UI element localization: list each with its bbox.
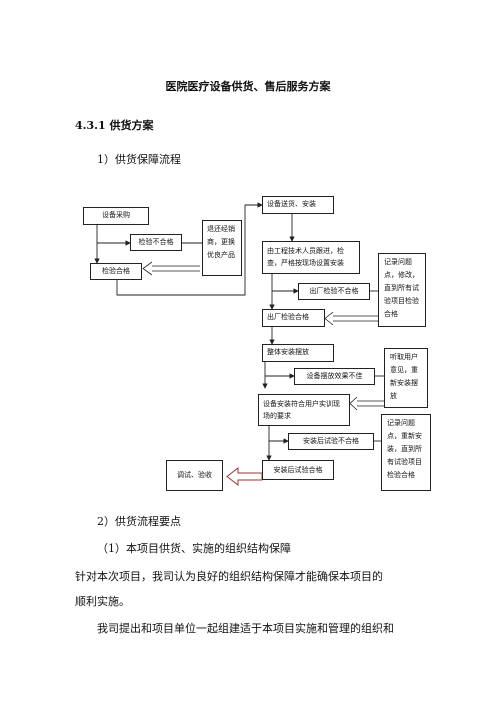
flow-user-note: 听取用户意见，重新安装摆放: [384, 348, 428, 408]
flow-factory-pass: 出厂检验合格: [262, 309, 325, 327]
flow-overall: 整体安装摆放: [262, 344, 334, 362]
paragraph-3: 我司提出和项目单位一起组建适于本项目实施和管理的组织和: [97, 622, 394, 635]
flow-debug-accept: 调试、验收: [166, 460, 223, 491]
flow-procure: 设备采购: [83, 207, 149, 225]
flow-engineer: 由工程技术人员跟进，检查，严格按现场设置安装: [262, 241, 360, 274]
flow-post-fail: 安装后试验不合格: [288, 433, 374, 450]
flow-placement-bad: 设备摆放效果不佳: [294, 368, 375, 385]
flow-inspect-pass: 检验合格: [90, 263, 142, 280]
subheading-points: 2）供货流程要点: [97, 515, 181, 528]
flow-meets: 设备安装符合用户实训现场的要求: [258, 394, 350, 426]
page-title: 医院医疗设备供货、售后服务方案: [165, 80, 331, 93]
flow-delivery: 设备送货、安装: [262, 196, 334, 214]
flow-record-note-1: 记录问题点，修改，直到所有试验项目检验合格: [378, 253, 426, 327]
flow-record-note-2: 记录问题点，重新安装，直到所有试验项目检验合格: [381, 414, 431, 491]
flow-inspect-fail: 检验不合格: [130, 234, 182, 251]
paragraph-2-line-1: 针对本次项目，我司认为良好的组织结构保障才能确保本项目的: [75, 570, 383, 583]
paragraph-2-line-2: 顺利实施。: [75, 595, 130, 608]
flow-return-note: 退还经销商，更换优良产品: [202, 220, 242, 276]
flow-post-pass: 安装后试验合格: [262, 460, 334, 480]
flow-factory-fail: 出厂检验不合格: [298, 283, 370, 300]
subheading-flow: 1）供货保障流程: [97, 153, 181, 166]
paragraph-1: （1）本项目供货、实施的组织结构保障: [97, 542, 291, 555]
section-heading: 4.3.1 供货方案: [75, 119, 154, 132]
